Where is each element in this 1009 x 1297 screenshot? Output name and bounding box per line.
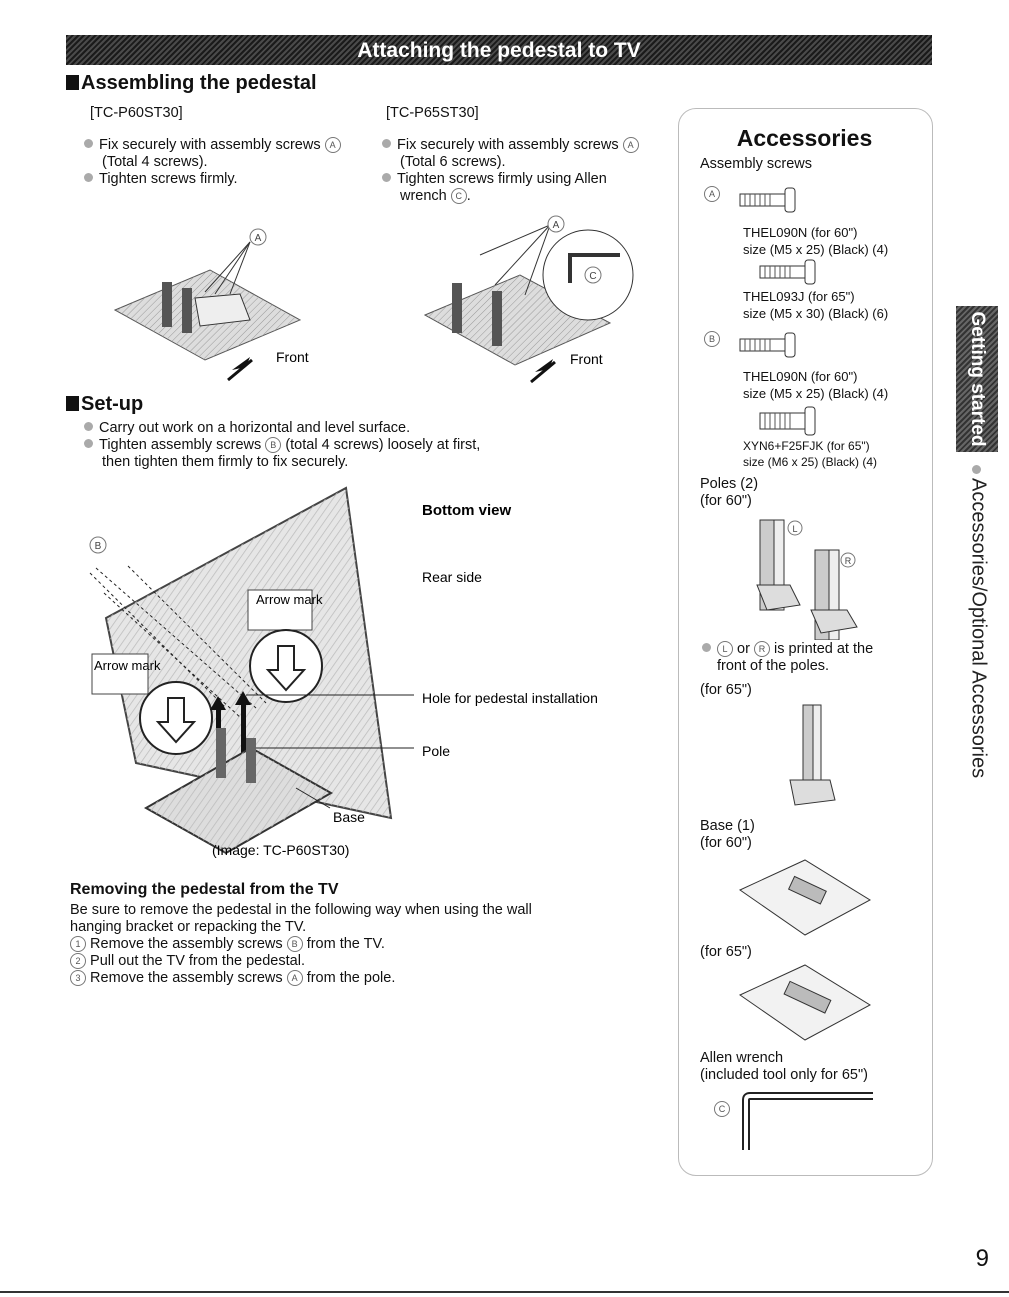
bullet-icon — [84, 422, 93, 431]
side-tab-getting-started: Getting started — [956, 306, 998, 452]
tag-b-icon: B — [265, 437, 282, 453]
removing-body: Be sure to remove the pedestal in the fo… — [70, 902, 532, 986]
screw-icon — [739, 332, 796, 358]
base-label: Base — [333, 809, 365, 825]
screw-a-desc: THEL090N (for 60") size (M5 x 25) (Black… — [743, 225, 889, 257]
bullet-icon — [84, 439, 93, 448]
rear-side-label: Rear side — [422, 569, 482, 585]
front-label-65: Front — [570, 351, 603, 367]
screw-icon — [739, 187, 796, 213]
arrow-mark-label-2: Arrow mark — [94, 658, 161, 673]
screw-a-tag: A — [704, 185, 720, 203]
bottom-view-label: Bottom view — [422, 502, 512, 519]
bullet-icon — [382, 139, 391, 148]
tag-b-icon: B — [286, 936, 303, 952]
poles-label: Poles (2) (for 60") — [700, 476, 759, 509]
base-label-acc: Base (1) (for 60") — [700, 818, 755, 851]
base-60-illustration — [738, 859, 872, 936]
tag-b-label: B — [95, 541, 102, 552]
screw-b-desc-65: XYN6+F25FJK (for 65") size (M6 x 25) (Bl… — [743, 439, 878, 469]
heading-square-icon — [66, 75, 79, 90]
heading-square-icon — [66, 396, 79, 411]
bottom-rule — [0, 1291, 1009, 1293]
allen-wrench-label: Allen wrench (included tool only for 65"… — [700, 1050, 868, 1083]
pedestal-diagram-65: A C Front — [423, 215, 634, 384]
setup-heading: Set-up — [66, 393, 143, 416]
front-label-60: Front — [276, 349, 309, 365]
side-bullet-icon — [972, 462, 987, 480]
side-section-label: Accessories/Optional Accessories — [967, 478, 990, 779]
bullet-icon — [382, 173, 391, 182]
tag-c-icon: C — [450, 188, 467, 204]
pole-r-tag: R — [845, 556, 852, 566]
screw-icon — [759, 259, 816, 285]
arrow-mark-label-1: Arrow mark — [256, 592, 323, 607]
screw-a-desc-65: THEL093J (for 65") size (M5 x 30) (Black… — [743, 289, 889, 321]
pole-l-tag: L — [792, 524, 797, 534]
screw-icon — [759, 406, 816, 436]
accessories-panel — [678, 108, 933, 1176]
callout-a-65: A — [553, 220, 560, 231]
setup-diagram: Arrow mark Arrow mark B Bottom view Rear… — [89, 486, 598, 858]
base-for65: (for 65") — [700, 944, 752, 960]
assembling-heading: Assembling the pedestal — [66, 72, 317, 95]
page-number: 9 — [975, 1245, 989, 1272]
poles-for65: (for 65") — [700, 682, 752, 698]
poles-note: L or R is printed at the front of the po… — [702, 641, 873, 675]
screw-b-tag: B — [704, 330, 720, 348]
section-banner: Attaching the pedestal to TV — [66, 35, 932, 65]
tag-a-icon: A — [622, 137, 639, 153]
bullet-icon — [84, 139, 93, 148]
pedestal-diagram-60: A Front — [113, 228, 309, 382]
callout-a: A — [255, 233, 262, 244]
tag-a-icon: A — [324, 137, 341, 153]
left-model: [TC-P60ST30] — [90, 105, 183, 121]
pole-65-illustration — [789, 704, 836, 806]
callout-c: C — [589, 271, 596, 282]
accessories-title: Accessories — [736, 125, 873, 151]
pole-label: Pole — [422, 743, 450, 759]
hole-label: Hole for pedestal installation — [422, 690, 598, 706]
right-model: [TC-P65ST30] — [386, 105, 479, 121]
bullet-icon — [84, 173, 93, 182]
poles-60-illustration: L R — [756, 519, 858, 640]
allen-wrench-icon — [742, 1092, 873, 1150]
removing-heading: Removing the pedestal from the TV — [70, 881, 339, 898]
tag-a-icon: A — [286, 970, 303, 986]
setup-instructions: Carry out work on a horizontal and level… — [84, 420, 644, 471]
allen-tag: C — [714, 1100, 730, 1118]
image-caption: (Image: TC-P60ST30) — [212, 842, 349, 858]
base-65-illustration — [738, 964, 872, 1041]
right-instructions: Fix securely with assembly screws A (Tot… — [382, 137, 672, 205]
screw-b-desc: THEL090N (for 60") size (M5 x 25) (Black… — [743, 369, 889, 401]
bullet-icon — [702, 643, 711, 652]
left-instructions: Fix securely with assembly screws A (Tot… — [84, 137, 374, 188]
assembly-screws-label: Assembly screws — [700, 156, 812, 172]
